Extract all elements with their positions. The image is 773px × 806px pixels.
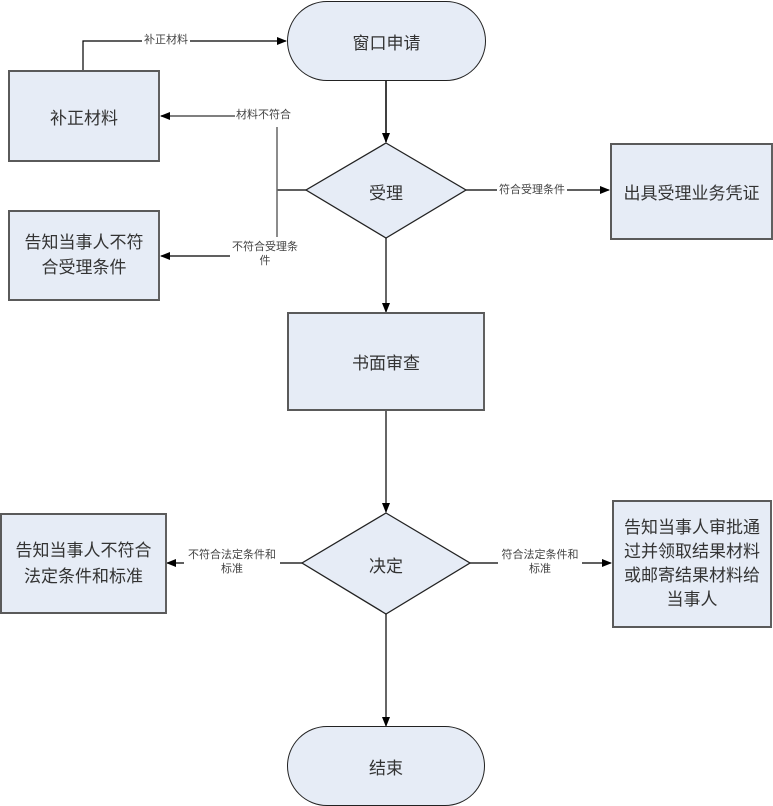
edge-supplement-apply <box>82 37 287 70</box>
node-end: 结束 <box>287 726 485 806</box>
node-notify-not-accept-label: 告知当事人不符合受理条件 <box>24 232 144 278</box>
node-supplement: 补正材料 <box>8 70 160 162</box>
node-notify-approved-label: 告知当事人审批通过并领取结果材料或邮寄结果材料给当事人 <box>624 518 760 610</box>
node-written-review-label: 书面审查 <box>352 354 420 374</box>
node-written-review: 书面审查 <box>287 312 485 411</box>
edge-label-meets-accept: 符合受理条件 <box>497 183 567 197</box>
edge-label-material-mismatch: 材料不符合 <box>235 108 292 122</box>
node-issue-certificate-label: 出具受理业务凭证 <box>623 184 760 204</box>
node-window-apply: 窗口申请 <box>287 1 486 81</box>
node-notify-not-accept: 告知当事人不符合受理条件 <box>8 210 160 301</box>
node-notify-not-legal: 告知当事人不符合法定条件和标准 <box>0 513 167 614</box>
edge-label-not-accept: 不符合受理条件 <box>230 240 300 268</box>
node-issue-certificate: 出具受理业务凭证 <box>610 143 773 240</box>
node-decide-label: 决定 <box>369 557 403 577</box>
node-window-apply-label: 窗口申请 <box>352 33 421 54</box>
edge-label-supplement: 补正材料 <box>142 33 190 47</box>
edge-label-legal: 符合法定条件和标准 <box>498 548 582 576</box>
node-notify-not-legal-label: 告知当事人不符合法定条件和标准 <box>15 540 152 587</box>
edge-label-not-legal: 不符合法定条件和标准 <box>184 548 280 576</box>
node-accept-label: 受理 <box>369 184 403 204</box>
node-supplement-label: 补正材料 <box>50 108 118 129</box>
node-end-label: 结束 <box>369 758 403 779</box>
node-notify-approved: 告知当事人审批通过并领取结果材料或邮寄结果材料给当事人 <box>612 500 772 628</box>
